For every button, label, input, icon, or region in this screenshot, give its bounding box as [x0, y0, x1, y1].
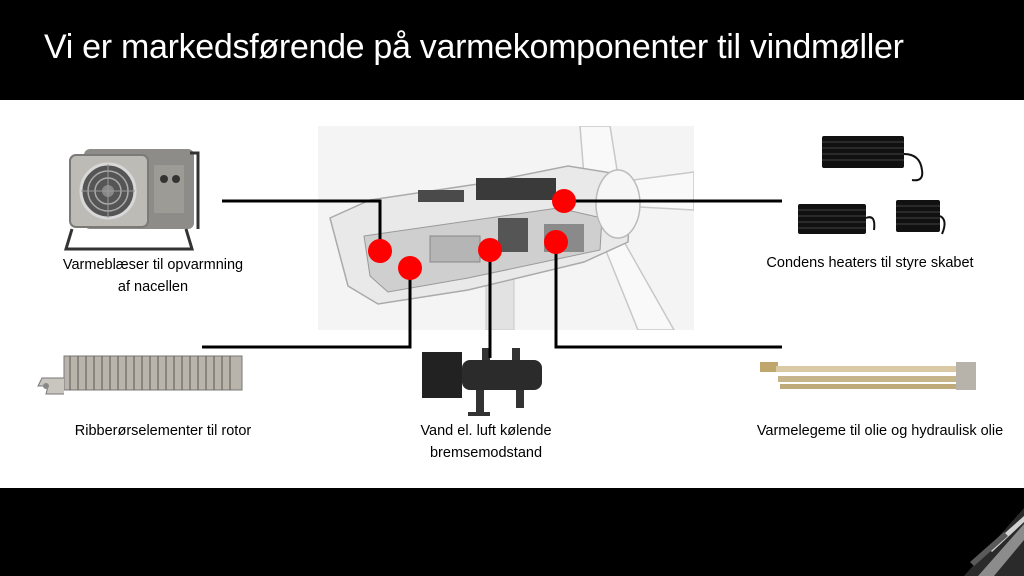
content-area: Varmeblæser til opvarmning af nacellen C… — [0, 100, 1024, 488]
oil-heater-label: Varmelegeme til olie og hydraulisk olie — [736, 420, 1024, 442]
finned-tube-element-image — [37, 355, 243, 395]
brake-resistor-label-line2: bremsemodstand — [429, 445, 543, 461]
fan-heater-image — [63, 149, 200, 251]
condens-heaters-label: Condens heaters til styre skabet — [742, 252, 998, 274]
oil-heater-label-line1: Varmelegeme til olie og hydraulisk olie — [756, 423, 1004, 439]
marker-fan-heater — [368, 239, 392, 263]
fan-heater-label-line1: Varmeblæser til opvarmning — [62, 257, 244, 273]
marker-oil-heater — [544, 230, 568, 254]
fan-heater-label: Varmeblæser til opvarmning af nacellen — [40, 254, 266, 298]
marker-brake-resistor — [478, 238, 502, 262]
finned-tube-element-label: Ribberørselementer til rotor — [50, 420, 276, 442]
condens-heaters-image — [798, 136, 946, 235]
title-bar: Vi er markedsførende på varmekomponenter… — [0, 0, 1024, 100]
brake-resistor-label-line1: Vand el. luft kølende — [420, 423, 552, 439]
fan-heater-label-line2: af nacellen — [117, 279, 189, 295]
brake-resistor-image — [422, 348, 542, 416]
connector-line-oil-heater — [554, 242, 782, 349]
finned-tube-element-label-line1: Ribberørselementer til rotor — [74, 423, 252, 439]
oil-heater-image — [760, 362, 976, 390]
slide-title: Vi er markedsførende på varmekomponenter… — [44, 28, 904, 66]
connector-line-fan-heater — [222, 199, 382, 251]
condens-heaters-label-line1: Condens heaters til styre skabet — [766, 255, 974, 271]
marker-condens-heaters — [552, 189, 576, 213]
corner-decoration-image — [964, 508, 1024, 576]
connector-overlay — [202, 189, 782, 358]
brake-resistor-label: Vand el. luft kølende bremsemodstand — [386, 420, 586, 464]
connector-line-finned-tube-element — [202, 268, 412, 349]
footer-bar — [0, 488, 1024, 576]
marker-finned-tube-element — [398, 256, 422, 280]
